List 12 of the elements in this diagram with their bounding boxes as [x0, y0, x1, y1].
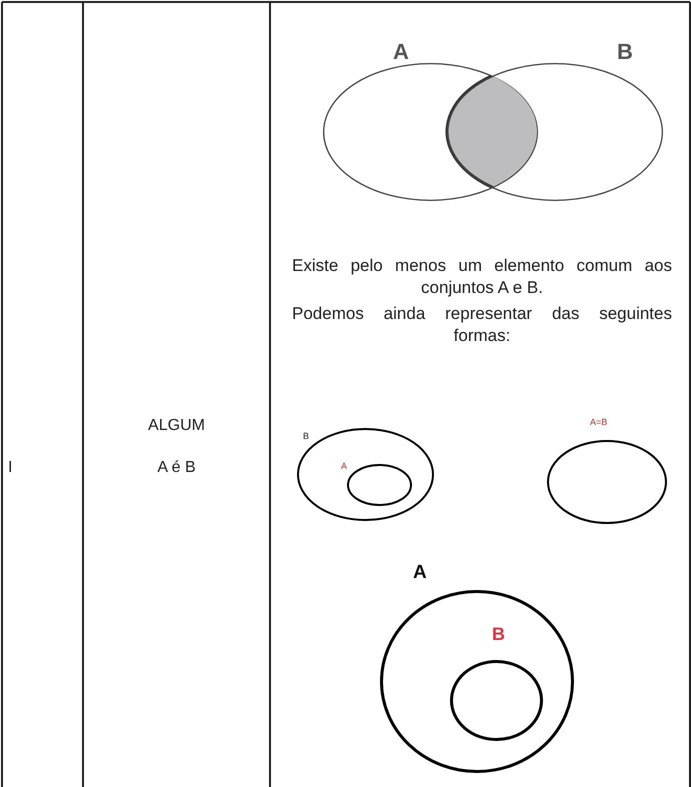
set-label: A	[413, 563, 427, 582]
set-label: B	[617, 41, 633, 63]
quantifier-text: ALGUM	[148, 417, 205, 434]
row-number: I	[8, 459, 12, 476]
set-label: B	[303, 432, 310, 441]
set-label: B	[492, 625, 505, 643]
set-label: A=B	[590, 418, 608, 427]
note-text: Podemos ainda representar das seguintes formas:	[292, 303, 672, 347]
description-text: Existe pelo menos um elemento comum aos conjuntos A e B.	[292, 255, 672, 299]
proposition-text: A é B	[157, 459, 196, 476]
set-label: A	[341, 462, 348, 471]
set-label: A	[393, 41, 409, 63]
